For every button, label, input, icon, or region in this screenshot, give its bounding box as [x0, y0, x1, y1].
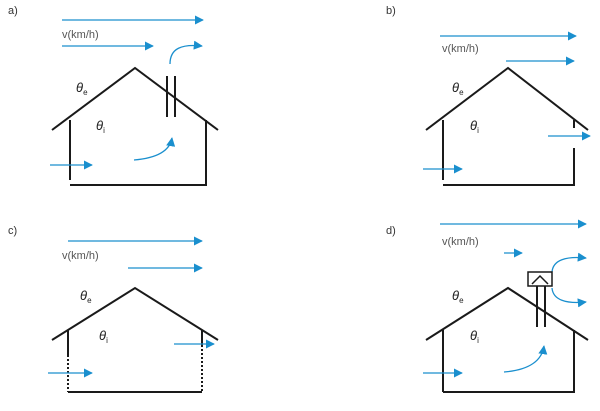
outflow-arrow-upper: [551, 252, 587, 273]
internal-flow-arrow: [133, 137, 176, 161]
outflow-arrow: [169, 40, 203, 65]
theta-i-label: θi: [470, 328, 479, 345]
panel-label-b: b): [386, 5, 396, 17]
velocity-label: v(km/h): [442, 43, 479, 55]
cowl-chevron-icon: [531, 274, 549, 285]
chimney-cowl: [527, 271, 553, 287]
velocity-label: v(km/h): [442, 236, 479, 248]
panel-d: d) v(km/h) θe θi: [386, 219, 589, 393]
house-walls: [70, 120, 207, 186]
theta-i-label: θi: [96, 118, 105, 135]
outflow-arrow-lower: [551, 287, 587, 308]
internal-flow-arrow: [503, 345, 548, 373]
theta-e-label: θe: [452, 288, 464, 305]
theta-e-label: θe: [80, 288, 92, 305]
panel-b: b) v(km/h) θe θi: [386, 5, 591, 186]
panel-label-a: a): [8, 5, 18, 17]
house-roof: [425, 286, 589, 341]
panel-c: c) v(km/h) θe θi: [8, 225, 219, 393]
panel-a: a) v(km/h) θe θi: [8, 5, 219, 186]
house-roof: [51, 286, 219, 341]
theta-e-label: θe: [76, 80, 88, 97]
house-wall-right-lower: [443, 148, 575, 186]
panel-label-c: c): [8, 225, 17, 237]
theta-i-label: θi: [99, 328, 108, 345]
velocity-label: v(km/h): [62, 29, 99, 41]
panel-label-d: d): [386, 225, 396, 237]
house-walls: [443, 330, 575, 393]
theta-e-label: θe: [452, 80, 464, 97]
velocity-label: v(km/h): [62, 250, 99, 262]
house-roof: [51, 66, 219, 131]
house-roof: [425, 66, 589, 131]
theta-i-label: θi: [470, 118, 479, 135]
